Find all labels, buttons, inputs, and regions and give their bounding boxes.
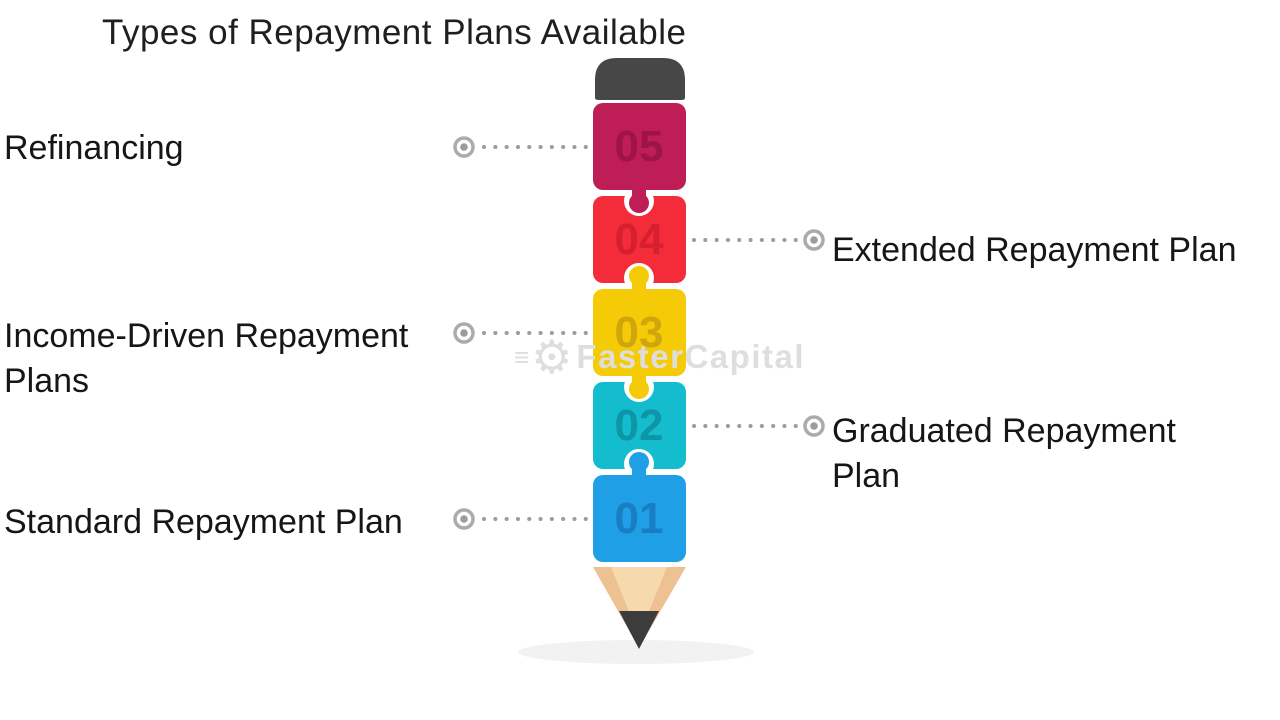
connector-03 [453,322,588,344]
step-number-01: 01 [615,494,664,543]
watermark-lines-icon: ≡ [514,342,529,372]
connector-05 [453,136,588,158]
pencil-eraser [595,58,685,100]
step-label-standard: Standard Repayment Plan [4,503,403,541]
pencil-graphite-tip [619,611,659,649]
watermark-text: FasterCapital [576,338,805,375]
connector-dot-03 [460,329,468,337]
connector-04 [692,229,825,251]
step-number-05: 05 [615,122,664,171]
step-label-refinancing: Refinancing [4,129,184,167]
connector-02 [692,415,825,437]
page-title: Types of Repayment Plans Available [102,13,687,52]
connector-01 [453,508,588,530]
pencil-shadow [518,640,754,664]
connector-dot-04 [810,236,818,244]
connector-dot-01 [460,515,468,523]
step-number-03: 03 [615,308,664,357]
connector-dot-05 [460,143,468,151]
puzzle-piece-03 [593,266,686,399]
puzzle-piece-04 [593,196,686,283]
pencil-wood-highlight [611,567,667,636]
step-label-graduated: Graduated Repayment Plan [832,412,1176,495]
connector-dot-02 [810,422,818,430]
gear-icon: ⚙ [531,331,573,383]
watermark: ≡ ⚙ FasterCapital [514,334,805,380]
step-label-extended: Extended Repayment Plan [832,231,1237,269]
puzzle-piece-02 [593,382,686,469]
puzzle-piece-05 [593,103,686,213]
puzzle-piece-01 [593,452,686,562]
step-number-02: 02 [615,401,664,450]
step-number-04: 04 [615,215,664,264]
step-label-income-driven: Income-Driven Repayment Plans [4,317,409,400]
